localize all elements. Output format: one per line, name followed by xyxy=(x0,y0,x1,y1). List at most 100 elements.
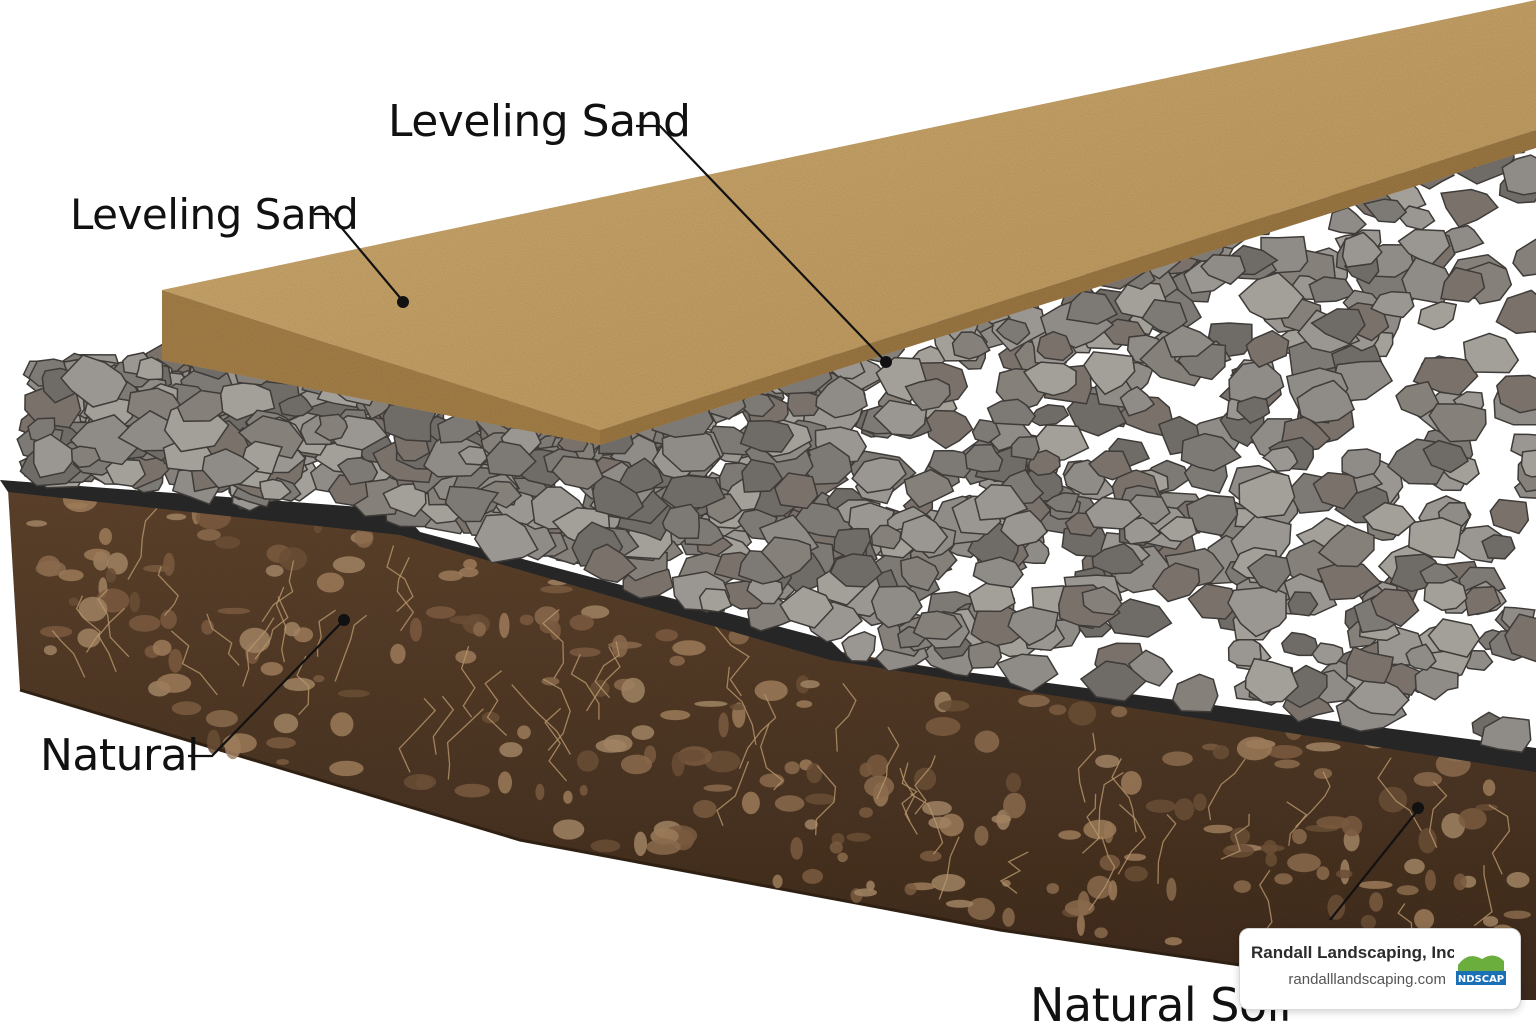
soil-pebble xyxy=(163,552,175,576)
soil-root xyxy=(1097,772,1124,839)
soil-pebble xyxy=(128,615,161,632)
soil-pebble xyxy=(26,520,47,527)
gravel-stone xyxy=(967,640,1003,669)
gravel-stone xyxy=(924,409,974,450)
gravel-stone xyxy=(773,472,819,510)
gravel-stone xyxy=(900,555,940,592)
soil-pebble xyxy=(1475,804,1498,811)
soil-pebble xyxy=(1360,915,1376,930)
soil-pebble xyxy=(1064,900,1095,916)
gravel-stone xyxy=(1512,238,1536,277)
soil-pebble xyxy=(991,814,1012,824)
soil-pebble xyxy=(581,605,610,619)
gravel-stone xyxy=(1028,449,1061,476)
soil-pebble xyxy=(1046,883,1060,894)
gravel-stone xyxy=(278,393,314,417)
soil-pebble xyxy=(922,801,952,816)
gravel-stone xyxy=(1079,660,1147,702)
gravel-stone xyxy=(1246,553,1292,594)
company-name: Randall Landscaping, Inc xyxy=(1251,943,1456,962)
soil-pebble xyxy=(1274,759,1300,769)
soil-pebble xyxy=(1287,853,1321,873)
gravel-stone xyxy=(903,468,955,509)
soil-pebble xyxy=(1458,808,1487,830)
soil-pebble xyxy=(265,564,284,577)
gravel-stone xyxy=(485,440,537,478)
soil-pebble xyxy=(1002,907,1015,927)
leveling-sand-slab xyxy=(162,0,1536,445)
soil-pebble xyxy=(1453,873,1467,891)
gravel-stone xyxy=(1317,524,1375,568)
soil-pebble xyxy=(1506,872,1530,888)
soil-pebble xyxy=(215,536,241,549)
soil-pebble xyxy=(660,710,691,721)
soil-pebble xyxy=(590,839,621,853)
soil-pebble xyxy=(945,899,974,908)
soil-pebble xyxy=(316,572,344,593)
soil-pebble xyxy=(1414,909,1435,930)
gravel-stone xyxy=(1036,330,1074,362)
soil-pebble xyxy=(919,850,942,862)
soil-pebble xyxy=(569,647,601,657)
soil-pebble xyxy=(1018,694,1050,708)
soil-pebble xyxy=(171,701,202,716)
soil-pebble xyxy=(837,852,848,863)
gravel-stone xyxy=(698,587,733,613)
soil-root xyxy=(484,670,508,736)
soil-pebble xyxy=(1003,792,1026,819)
soil-pebble xyxy=(864,775,895,798)
soil-pebble xyxy=(806,762,823,784)
gravel-stone xyxy=(1000,509,1049,547)
gravel-stone xyxy=(870,524,902,550)
soil-pebble xyxy=(1327,894,1346,920)
gravel-stone xyxy=(1245,329,1290,369)
soil-pebble xyxy=(1212,745,1230,760)
leader-sand-top xyxy=(636,124,885,361)
soil-root xyxy=(938,836,960,900)
gravel-stone xyxy=(1501,154,1536,196)
soil-pebble xyxy=(718,712,729,738)
soil-pebble xyxy=(1005,772,1022,793)
soil-root xyxy=(97,607,126,672)
soil-pebble xyxy=(1267,745,1303,759)
soil-root xyxy=(542,609,565,679)
soil-root xyxy=(544,707,568,782)
soil-pebble xyxy=(99,528,112,545)
soil-pebble xyxy=(829,841,843,854)
soil-pebble xyxy=(563,790,573,804)
gravel-stone xyxy=(1370,588,1420,628)
soil-pebble xyxy=(1341,815,1363,837)
soil-pebble xyxy=(84,548,111,561)
soil-pebble xyxy=(1483,916,1499,927)
gravel-stone xyxy=(1341,448,1382,479)
label-natural: Natural xyxy=(40,730,199,781)
gravel-stone xyxy=(1310,308,1366,345)
soil-root xyxy=(876,726,900,800)
soil-root xyxy=(914,755,936,815)
soil-pebble xyxy=(1292,828,1307,845)
soil-pebble xyxy=(1193,793,1207,811)
gravel-stone xyxy=(1083,351,1136,396)
soil-pebble xyxy=(105,568,117,583)
gravel-stone xyxy=(779,585,835,629)
soil-pebble xyxy=(1482,779,1496,796)
gravel-stone xyxy=(1227,636,1262,667)
gravel-stone xyxy=(259,478,292,501)
gravel-stone xyxy=(1440,188,1499,228)
soil-root xyxy=(1259,869,1273,937)
company-badge[interactable]: Randall Landscaping, Inc randalllandscap… xyxy=(1239,928,1521,1010)
label-leveling-sand-left: Leveling Sand xyxy=(70,190,359,239)
soil-roots xyxy=(51,507,1511,954)
soil-pebble xyxy=(1274,873,1293,885)
soil-pebble xyxy=(1099,854,1121,871)
gravel-stone xyxy=(314,413,349,442)
soil-pebble xyxy=(425,606,456,619)
gravel-stone xyxy=(1414,665,1459,701)
company-url[interactable]: randalllandscaping.com xyxy=(1288,971,1446,988)
soil-root xyxy=(446,708,484,780)
soil-pebble xyxy=(859,807,873,818)
soil-pebble xyxy=(646,838,681,855)
gravel-stone xyxy=(974,483,1029,521)
gravel-stone xyxy=(904,377,951,412)
soil-pebble xyxy=(704,750,741,773)
